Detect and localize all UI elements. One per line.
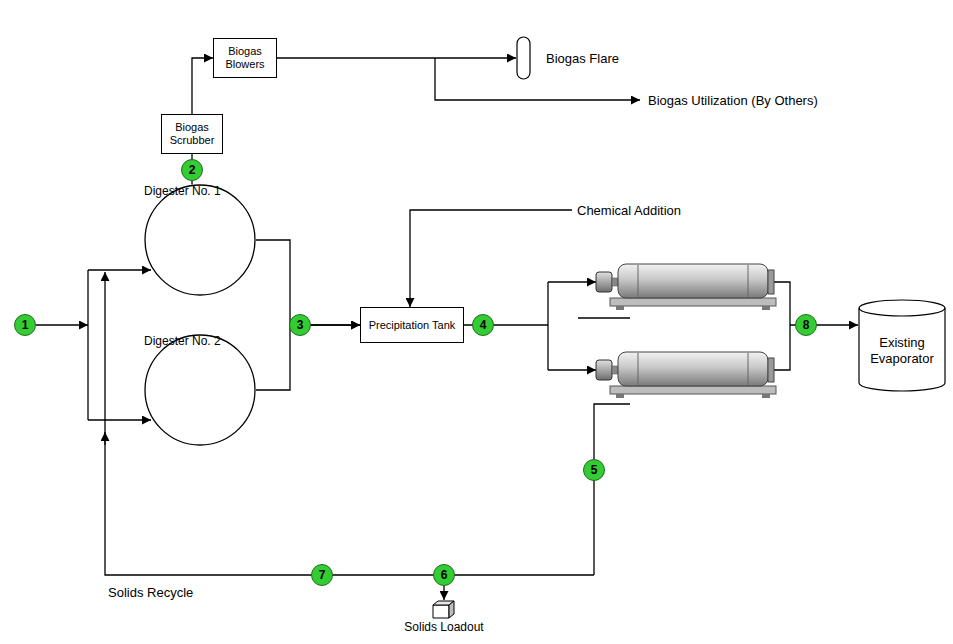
inlet-line: [36, 324, 88, 325]
centrifuge-feed: [548, 281, 596, 282]
callout-number: 6: [433, 564, 455, 586]
digester-outline: [144, 334, 256, 446]
callout-number: 4: [472, 314, 494, 336]
solids-line: [594, 404, 630, 575]
callout-number: 1: [14, 314, 36, 336]
centrifuge: [596, 352, 776, 398]
callout-number: 8: [795, 314, 817, 336]
process-box: Precipitation Tank: [360, 307, 464, 343]
centrifuge-feed: [548, 369, 596, 370]
loadout-bin: Solids Loadout: [389, 600, 499, 634]
process-box: Biogas Blowers: [213, 38, 277, 78]
node-label: Existing Evaporator: [864, 335, 940, 366]
callout-number: 5: [583, 459, 605, 481]
node-label: Biogas Scrubber: [166, 121, 218, 146]
node-label: Biogas Flare: [546, 51, 619, 66]
stream-label: Biogas Utilization (By Others): [648, 93, 818, 108]
evaporator-tank: Existing Evaporator: [858, 300, 946, 392]
loadout-arrow: [443, 586, 444, 600]
centrate-line: [774, 282, 790, 370]
node-label: Precipitation Tank: [369, 319, 456, 332]
centrifuge: [596, 264, 776, 310]
callout-number: 2: [181, 159, 203, 181]
centrifuge-feed: [547, 282, 548, 370]
solids-line: [578, 317, 630, 318]
digester-tank: Digester No. 2: [144, 334, 256, 446]
flow-connector: [256, 240, 360, 325]
digester-outline: [144, 184, 256, 296]
flare-outline: [516, 36, 532, 80]
stream-label: Solids Recycle: [108, 585, 193, 600]
flare-stack: Biogas Flare: [516, 36, 619, 80]
callout-number: 7: [311, 564, 333, 586]
stream-label: Chemical Addition: [577, 203, 681, 218]
node-label: Solids Loadout: [389, 620, 499, 634]
flow-connector: [256, 325, 360, 390]
callout-number: 3: [289, 314, 311, 336]
feed-line: [88, 419, 151, 420]
recycle-line: [105, 272, 594, 575]
feed-line: [88, 269, 151, 270]
flow-connector: [277, 57, 516, 58]
digester-tank: Digester No. 1: [144, 184, 256, 296]
node-label: Digester No. 2: [144, 334, 256, 348]
node-label: Biogas Blowers: [218, 45, 272, 70]
inlet-header: [87, 270, 88, 420]
loadout-outline: [389, 600, 499, 620]
process-box: Biogas Scrubber: [161, 114, 223, 154]
node-label: Digester No. 1: [144, 184, 256, 198]
flow-connector: [192, 58, 213, 114]
recycle-arrow: [104, 432, 105, 445]
